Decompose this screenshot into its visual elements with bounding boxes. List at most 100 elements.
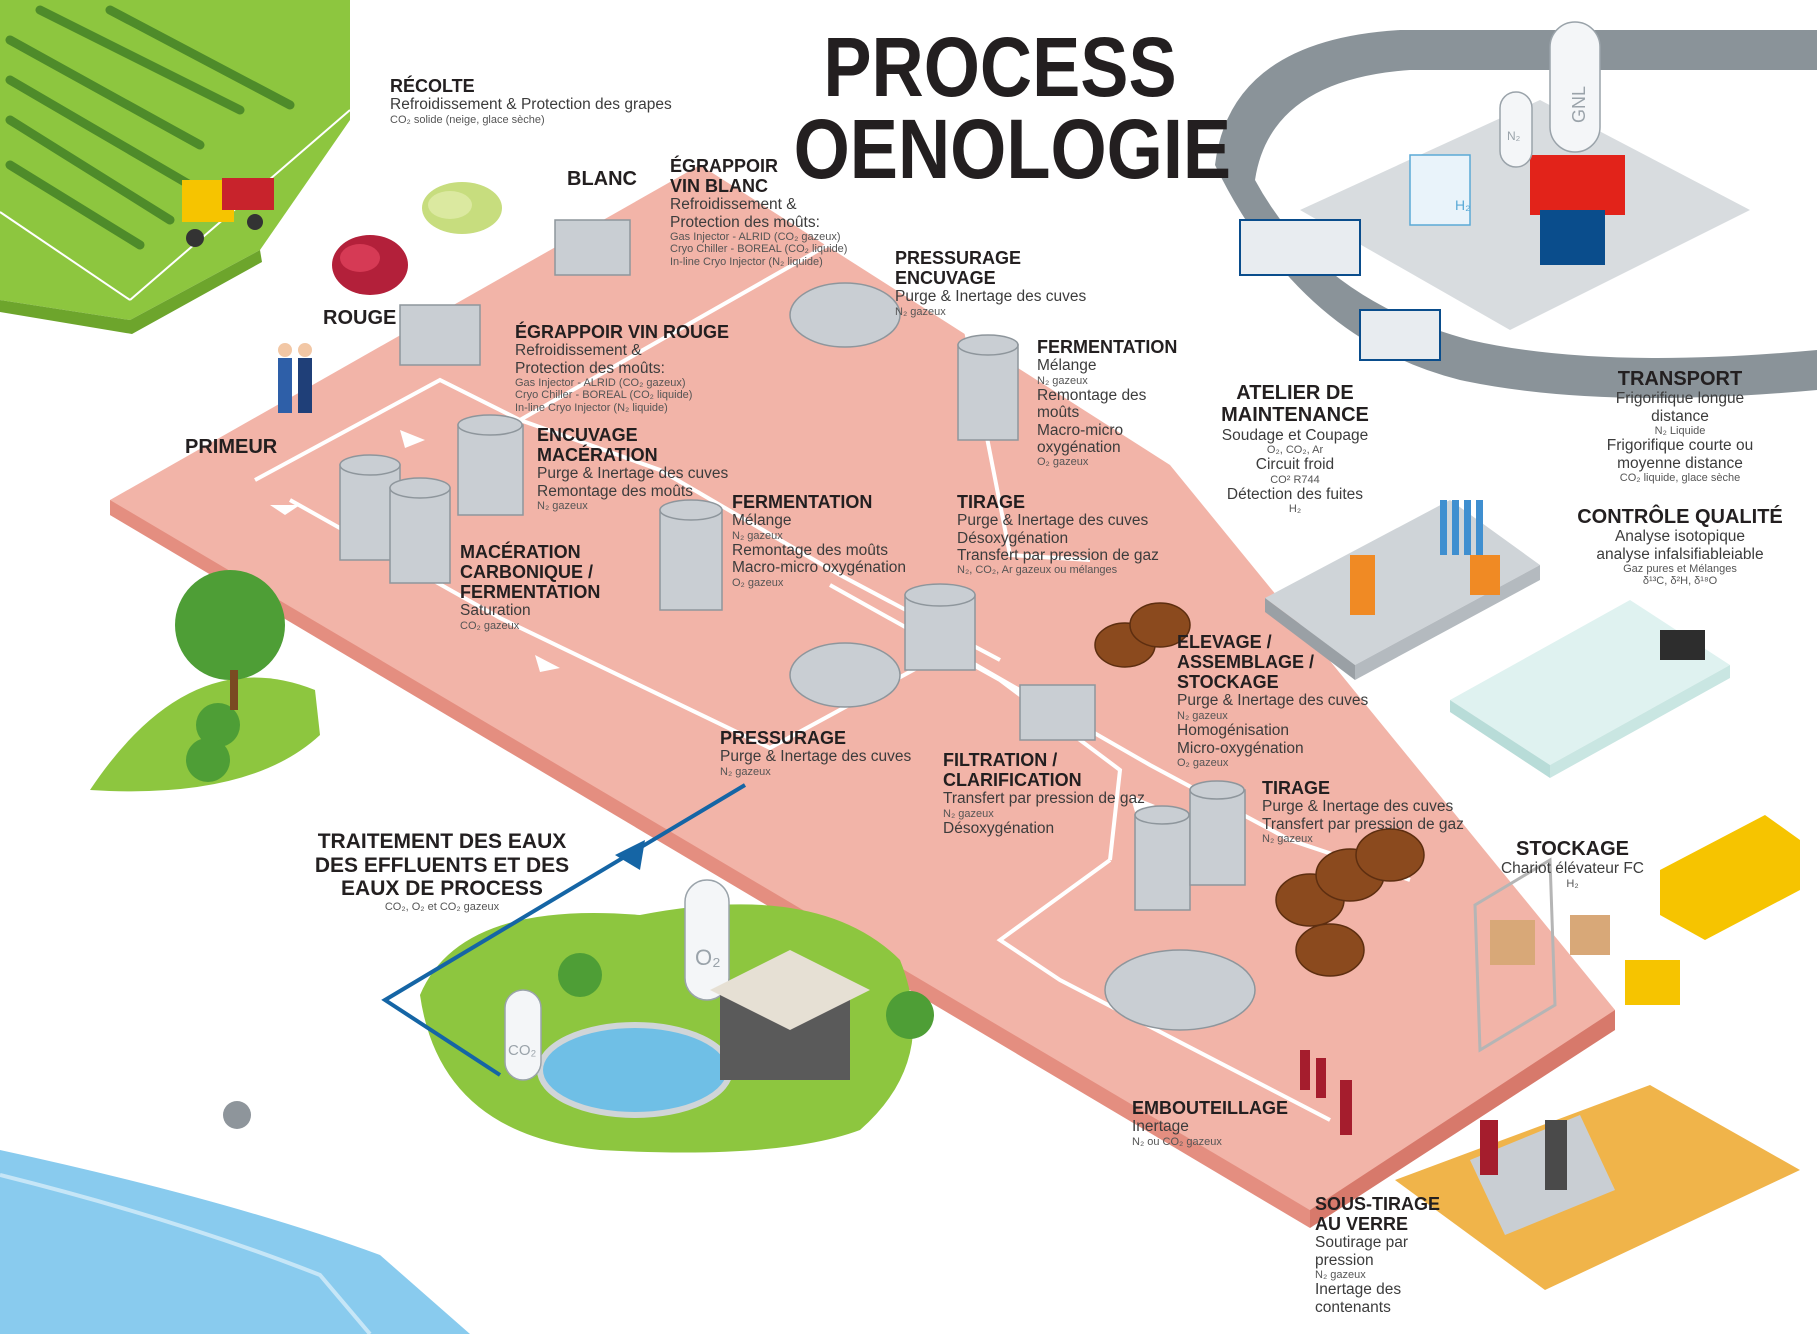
label-atelier-gas-2: CO² R744 [1270, 473, 1320, 486]
equipment-shapes [339, 219, 1256, 1031]
yellow-van-icon [1660, 815, 1800, 940]
label-transport-line-1: Frigorifique longue [1615, 390, 1745, 408]
label-controle-line-1: Analyse isotopique [1614, 528, 1746, 546]
label-transport-gas-1: N₂ Liquide [1654, 425, 1706, 438]
label-pressurage-encuvage: PRESSURAGE ENCUVAGE Purge & Inertage des… [895, 248, 1086, 318]
label-egrappoir-rouge-gas-1: Gas Injector - ALRID (CO₂ gazeux) [515, 376, 686, 389]
label-stockage-gas: H₂ [1566, 877, 1579, 890]
water-treatment-area [420, 879, 934, 1153]
forklift-2-icon [1625, 960, 1680, 1005]
label-sous-tirage-title-1: SOUS-TIRAGE [1315, 1194, 1441, 1214]
label-tirage-2: TIRAGE Purge & Inertage des cuves Transf… [1262, 778, 1464, 845]
label-controle: CONTRÔLE QUALITÉ Analyse isotopique anal… [1565, 506, 1795, 588]
label-sous-tirage-title-2: AU VERRE [1315, 1214, 1409, 1235]
label-maceration-carbonique-title-3: FERMENTATION [460, 582, 601, 603]
label-egrappoir-blanc-title-2: VIN BLANC [670, 176, 768, 197]
bar-area [1395, 1085, 1800, 1290]
label-elevage-line-3: Micro-oxygénation [1177, 739, 1304, 757]
label-recolte: RÉCOLTE Refroidissement & Protection des… [390, 76, 672, 126]
label-atelier-gas-3: H₂ [1288, 503, 1302, 516]
tank-label-gnl: GNL [1569, 86, 1589, 123]
label-maceration-carbonique-title-1: MACÉRATION [460, 542, 581, 562]
label-pressurage-title: PRESSURAGE [720, 728, 847, 748]
label-sous-tirage-line-3: Inertage des [1315, 1281, 1402, 1299]
label-tirage-1: TIRAGE Purge & Inertage des cuves Désoxy… [957, 492, 1159, 577]
label-pressurage-line: Purge & Inertage des cuves [720, 748, 912, 766]
tank-label-n2: N₂ [1507, 129, 1521, 143]
label-sous-tirage-gas: N₂ gazeux [1315, 1269, 1366, 1282]
label-filtration-title-2: CLARIFICATION [943, 770, 1082, 791]
bottles-icon [1300, 1050, 1352, 1135]
label-traitement-title-1: TRAITEMENT DES EAUX [317, 830, 567, 853]
gas-station-area: GNL N₂ H₂ [1215, 21, 1817, 398]
label-tirage-2-gas: N₂ gazeux [1262, 832, 1313, 845]
label-controle-gas-2: δ¹³C, δ²H, δ¹⁸O [1642, 575, 1718, 588]
label-egrappoir-rouge-line-2: Protection des moûts: [515, 359, 665, 377]
label-recolte-line: Refroidissement & Protection des grapes [390, 96, 672, 114]
label-sous-tirage-line-4: contenants [1315, 1298, 1391, 1316]
label-sous-tirage-line-2: pression [1315, 1251, 1374, 1269]
group-rouge: ROUGE [323, 307, 397, 329]
label-pressurage-encuvage-gas: N₂ gazeux [895, 305, 946, 318]
label-egrappoir-rouge-line-1: Refroidissement & [515, 342, 642, 360]
label-atelier-line-3: Détection des fuites [1226, 486, 1364, 504]
label-elevage-line-1: Purge & Inertage des cuves [1177, 692, 1369, 710]
label-embouteillage-gas: N₂ ou CO₂ gazeux [1132, 1135, 1222, 1148]
label-pressurage-gas: N₂ gazeux [720, 765, 771, 778]
label-fermentation-blanc-line-2: Remontage des [1037, 386, 1147, 404]
label-fermentation-blanc-gas-2: O₂ gazeux [1037, 456, 1089, 469]
label-tirage-1-title: TIRAGE [957, 492, 1026, 512]
flow-arrow-icon [615, 840, 645, 870]
label-egrappoir-blanc-title-1: ÉGRAPPOIR [670, 156, 779, 176]
label-elevage-line-2: Homogénisation [1177, 722, 1290, 740]
label-tirage-1-gas: N₂, CO₂, Ar gazeux ou mélanges [957, 564, 1118, 577]
label-controle-gas-1: Gaz pures et Mélanges [1623, 563, 1737, 576]
label-embouteillage: EMBOUTEILLAGE Inertage N₂ ou CO₂ gazeux [1132, 1098, 1288, 1148]
label-atelier-line-2: Circuit froid [1255, 456, 1335, 474]
label-atelier: ATELIER DE MAINTENANCE Soudage et Coupag… [1190, 382, 1400, 516]
label-filtration-title-1: FILTRATION / [943, 750, 1058, 770]
label-controle-title: CONTRÔLE QUALITÉ [1577, 506, 1783, 528]
label-elevage-gas-2: O₂ gazeux [1177, 756, 1229, 769]
quality-lab [1450, 600, 1730, 778]
label-transport-line-4: moyenne distance [1617, 454, 1743, 472]
page-title-line1: PROCESS [823, 20, 1177, 114]
label-fermentation-rouge-title: FERMENTATION [732, 492, 873, 512]
label-egrappoir-rouge-title: ÉGRAPPOIR VIN ROUGE [515, 322, 730, 342]
label-atelier-line-1: Soudage et Coupage [1221, 426, 1369, 444]
label-stockage-title: STOCKAGE [1516, 838, 1629, 860]
storage-tanks-icon [1409, 21, 1601, 226]
tank-label-h2: H₂ [1455, 197, 1471, 213]
label-elevage-gas-1: N₂ gazeux [1177, 709, 1228, 722]
forklift-icon [182, 178, 274, 247]
label-sous-tirage: SOUS-TIRAGE AU VERRE Soutirage par press… [1315, 1194, 1440, 1316]
tank-label-o2: O₂ [695, 945, 721, 970]
label-tirage-2-line-2: Transfert par pression de gaz [1262, 815, 1464, 833]
label-maceration-carbonique-gas: CO₂ gazeux [460, 619, 520, 632]
label-maceration-carbonique: MACÉRATION CARBONIQUE / FERMENTATION Sat… [460, 542, 600, 632]
label-egrappoir-blanc: ÉGRAPPOIR VIN BLANC Refroidissement & Pr… [670, 156, 847, 268]
label-fermentation-blanc-line-3: moûts [1037, 404, 1080, 422]
label-fermentation-rouge: FERMENTATION Mélange N₂ gazeux Remontage… [732, 492, 906, 589]
vineyard-area [0, 0, 351, 334]
page-title-line2: OENOLOGIE [793, 102, 1232, 197]
label-elevage-title-1: ELEVAGE / [1177, 632, 1272, 652]
label-fermentation-blanc: FERMENTATION Mélange N₂ gazeux Remontage… [1037, 337, 1177, 469]
label-encuvage-maceration-gas: N₂ gazeux [537, 500, 588, 513]
page-title: PROCESS OENOLOGIE [793, 20, 1232, 197]
grapes-white-icon [422, 182, 502, 234]
label-transport-gas-2: CO₂ liquide, glace sèche [1619, 472, 1741, 485]
label-transport-line-3: Frigorifique courte ou [1606, 437, 1754, 455]
label-traitement-title-3: EAUX DE PROCESS [341, 877, 543, 901]
label-pressurage-encuvage-title-2: ENCUVAGE [895, 268, 996, 289]
label-pressurage-encuvage-line: Purge & Inertage des cuves [895, 288, 1087, 306]
label-tirage-2-title: TIRAGE [1262, 778, 1331, 798]
label-egrappoir-blanc-line-1: Refroidissement & [670, 196, 797, 214]
label-transport-line-2: distance [1651, 407, 1709, 425]
label-tirage-1-line-1: Purge & Inertage des cuves [957, 512, 1149, 530]
label-elevage: ELEVAGE / ASSEMBLAGE / STOCKAGE Purge & … [1177, 632, 1368, 769]
label-encuvage-maceration-title-1: ENCUVAGE [537, 425, 638, 445]
label-recolte-gas: CO₂ solide (neige, glace sèche) [390, 113, 545, 126]
label-elevage-title-3: STOCKAGE [1177, 672, 1279, 693]
